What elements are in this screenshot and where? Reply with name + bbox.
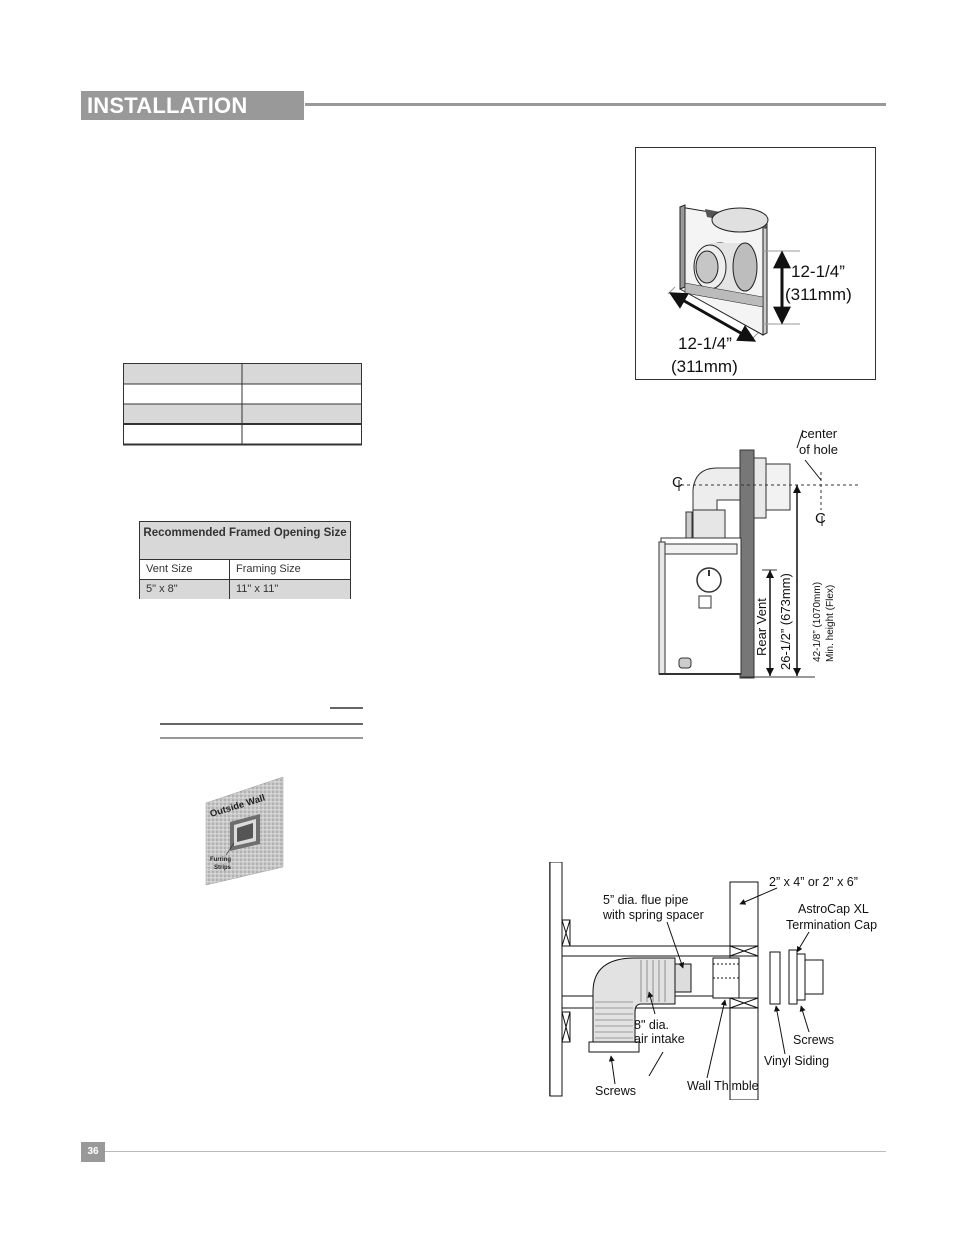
intake-label-1: 8" dia. — [634, 1018, 669, 1032]
cap-width-label-2: (311mm) — [671, 357, 738, 376]
section-header: INSTALLATION — [81, 91, 304, 120]
table-header-row: Vent Size Framing Size — [140, 560, 350, 579]
cl-left: C — [672, 474, 683, 491]
blank-rules — [160, 707, 363, 739]
cap-label-2: Termination Cap — [786, 918, 877, 932]
intake-label-2: air intake — [634, 1032, 685, 1046]
cap-width-label-1: 12-1/4” — [678, 334, 732, 353]
footer-rule — [105, 1151, 886, 1152]
stud-label: 2” x 4” or 2” x 6” — [769, 875, 858, 889]
cl-right: C — [815, 510, 826, 527]
cap-label-1: AstroCap XL — [798, 902, 869, 916]
screws-right-label: Screws — [793, 1033, 834, 1047]
flue-label-2: with spring spacer — [602, 908, 704, 922]
center-of-hole-2: of hole — [799, 442, 838, 457]
table-cell-framing: 11" x 11" — [236, 583, 279, 595]
header-rule — [305, 103, 886, 106]
clearance-table — [123, 363, 362, 446]
table-header-vent: Vent Size — [140, 560, 230, 579]
rear-vent-figure: C C center of hole Rear Vent 26-1/2” (67… — [658, 426, 860, 679]
rear-vent-label: Rear Vent — [754, 598, 769, 656]
screws-left-label: Screws — [595, 1084, 636, 1098]
flex-dim-label-2: Min. height (Flex) — [825, 585, 836, 662]
furring-label-2: Strips — [214, 865, 232, 871]
furring-label-1: Furring — [210, 857, 231, 863]
framing-table-title: Recommended Framed Opening Size — [140, 522, 350, 560]
thimble-label: Wall Thimble — [687, 1079, 759, 1093]
table-row: 5" x 8" 11" x 11" — [140, 579, 350, 599]
vinyl-label: Vinyl Siding — [764, 1054, 829, 1068]
cap-height-label-2: (311mm) — [785, 285, 852, 304]
cap-height-label-1: 12-1/4” — [791, 262, 845, 281]
flue-label-1: 5” dia. flue pipe — [603, 893, 689, 907]
framing-table: Recommended Framed Opening Size Vent Siz… — [139, 521, 351, 599]
vent-assembly-figure: 2” x 4” or 2” x 6” 5” dia. flue pipe wit… — [549, 862, 877, 1100]
table-cell-vent: 5" x 8" — [140, 580, 230, 599]
flex-dim-label-1: 42-1/8” (1070mm) — [812, 582, 823, 662]
cap-dimension-figure: 12-1/4” (311mm) 12-1/4” (311mm) — [635, 147, 876, 380]
page-number: 36 — [81, 1142, 105, 1162]
outside-wall-figure: Outside Wall Furring Strips — [205, 776, 284, 886]
center-of-hole-1: center — [801, 426, 838, 441]
table-header-framing: Framing Size — [236, 563, 301, 575]
rear-dim-label: 26-1/2” (673mm) — [778, 573, 793, 670]
